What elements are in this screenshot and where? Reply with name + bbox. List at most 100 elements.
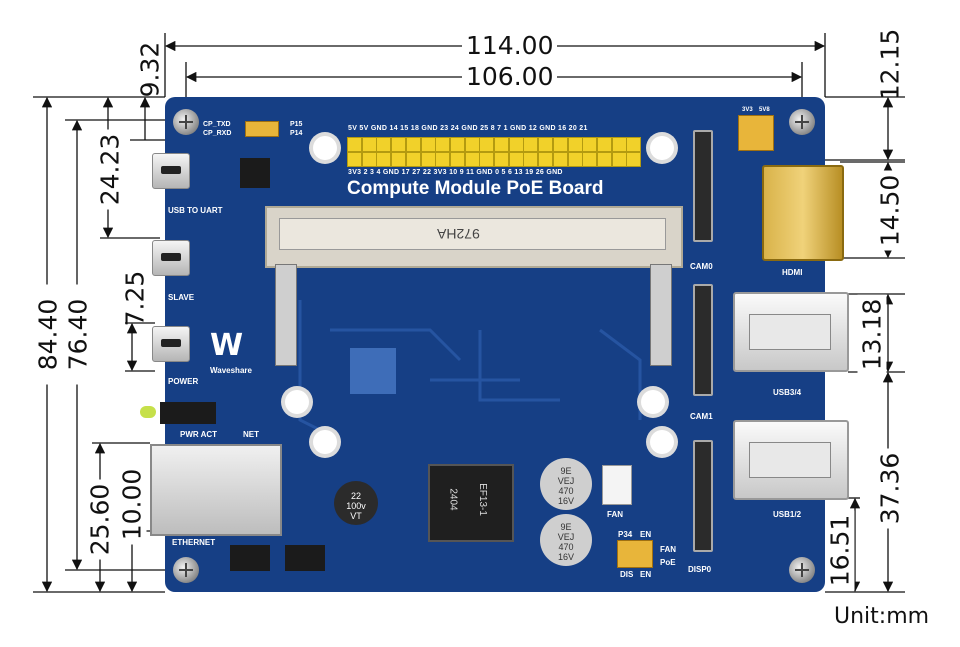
dim-top-left-small: 9.32 xyxy=(135,41,165,98)
disp0-connector[interactable] xyxy=(693,440,713,552)
capacitor-small-2-line4: 16V xyxy=(557,552,574,562)
gpio-pin xyxy=(449,137,465,152)
label-disp0: DISP0 xyxy=(688,565,712,574)
dim-usb12-bottom: 16.51 xyxy=(825,510,855,591)
label-pwr-act: PWR ACT xyxy=(180,430,218,439)
gpio-pin xyxy=(405,152,421,167)
capacitor-large-line1: 22 xyxy=(350,491,361,501)
fan-connector[interactable] xyxy=(602,465,632,505)
cam0-connector[interactable] xyxy=(693,130,713,242)
waveshare-logo: W xyxy=(210,328,244,363)
gpio-header: (function(){ const wrap = document.curre… xyxy=(347,137,642,167)
capacitor-small-2-line1: 9E xyxy=(560,522,572,532)
usb-3-4-port[interactable] xyxy=(733,292,849,372)
gpio-pin xyxy=(611,152,627,167)
gpio-pin xyxy=(508,137,524,152)
dim-usb12-offset: 37.36 xyxy=(875,448,905,529)
cp-jumper[interactable] xyxy=(245,121,279,137)
gpio-pin xyxy=(435,137,451,152)
screw-top-left xyxy=(173,109,199,135)
label-en-2: EN xyxy=(640,570,652,579)
mount-hole xyxy=(650,430,674,454)
mount-hole xyxy=(641,390,665,414)
eth-chip-2 xyxy=(285,545,325,571)
usb-to-uart-port[interactable] xyxy=(152,153,190,189)
dim-uart-offset: 24.23 xyxy=(95,129,125,210)
capacitor-small-2-line3: 470 xyxy=(558,542,574,552)
gpio-pin xyxy=(523,152,539,167)
label-en: EN xyxy=(640,530,652,539)
sodimm-marking: 972HA xyxy=(437,226,480,242)
label-power: POWER xyxy=(168,377,199,386)
gpio-pin xyxy=(464,137,480,152)
label-p15: P15 xyxy=(290,121,303,128)
dim-right-top: 12.15 xyxy=(875,28,905,101)
poe-jumper[interactable] xyxy=(617,540,653,568)
mount-hole xyxy=(313,136,337,160)
dim-usb-a-width: 13.18 xyxy=(857,294,887,375)
capacitor-large: 22 100v VT xyxy=(334,481,378,525)
label-dis: DIS xyxy=(620,570,634,579)
cam1-connector[interactable] xyxy=(693,284,713,396)
gpio-pin xyxy=(596,152,612,167)
capacitor-small-1-line4: 16V xyxy=(557,496,574,506)
label-p14: P14 xyxy=(290,130,303,137)
capacitor-large-line3: VT xyxy=(350,511,362,521)
gpio-pin xyxy=(420,152,436,167)
label-cp-txd: CP_TXD xyxy=(203,121,231,128)
gpio-pin xyxy=(405,137,421,152)
capacitor-small-1-line3: 470 xyxy=(558,486,574,496)
gpio-pin xyxy=(420,137,436,152)
label-ethernet: ETHERNET xyxy=(172,538,216,547)
label-poe: PoE xyxy=(660,558,676,567)
gpio-pin xyxy=(376,152,392,167)
unit-label: Unit:mm xyxy=(834,604,930,629)
gpio-pin xyxy=(523,137,539,152)
voltage-jumper[interactable] xyxy=(738,115,774,151)
dim-top-outer: 114.00 xyxy=(462,31,558,60)
mount-hole xyxy=(650,136,674,160)
gpio-pin xyxy=(347,152,362,167)
capacitor-small-1-line2: VEJ xyxy=(557,476,575,486)
hdmi-port[interactable] xyxy=(762,165,844,261)
gpio-pin xyxy=(596,137,612,152)
power-usb-port[interactable] xyxy=(152,326,190,362)
gpio-pin xyxy=(582,137,598,152)
gpio-pin xyxy=(376,137,392,152)
dim-eth-offset: 25.60 xyxy=(85,479,115,560)
gpio-pin xyxy=(582,152,598,167)
label-5v8: 5V8 xyxy=(759,107,770,113)
screw-bottom-left xyxy=(173,557,199,583)
usb-1-2-port[interactable] xyxy=(733,420,849,500)
board-title: Compute Module PoE Board xyxy=(347,178,604,199)
capacitor-small-2-line2: VEJ xyxy=(557,532,575,542)
gpio-pin xyxy=(626,152,642,167)
dim-usb-spacing: 7.25 xyxy=(120,270,150,327)
label-cam1: CAM1 xyxy=(690,412,713,421)
screw-bottom-right xyxy=(789,557,815,583)
mount-hole xyxy=(285,390,309,414)
label-cp-rxd: CP_RXD xyxy=(203,130,232,137)
led-indicator xyxy=(140,406,156,418)
capacitor-small-1-line1: 9E xyxy=(560,466,572,476)
capacitor-small-2: 9E VEJ 470 16V xyxy=(540,514,592,566)
poe-transformer: 2404 EF13-1 xyxy=(428,464,514,542)
screw-top-right xyxy=(789,109,815,135)
gpio-pin xyxy=(464,152,480,167)
capacitor-small-1: 9E VEJ 470 16V xyxy=(540,458,592,510)
label-fan: FAN xyxy=(607,510,623,519)
dim-top-inner: 106.00 xyxy=(462,62,558,91)
gpio-pin xyxy=(567,137,583,152)
sodimm-slot: 972HA xyxy=(265,206,683,268)
gpio-pin xyxy=(552,152,568,167)
ethernet-port[interactable] xyxy=(150,444,282,536)
label-p34: P34 xyxy=(618,530,633,539)
label-net: NET xyxy=(243,430,259,439)
label-hdmi: HDMI xyxy=(782,268,803,277)
gpio-pin xyxy=(435,152,451,167)
gpio-pin xyxy=(494,137,509,152)
sodimm-clip-right xyxy=(650,264,672,366)
slave-usb-port[interactable] xyxy=(152,240,190,276)
label-3v3: 3V3 xyxy=(742,107,753,113)
